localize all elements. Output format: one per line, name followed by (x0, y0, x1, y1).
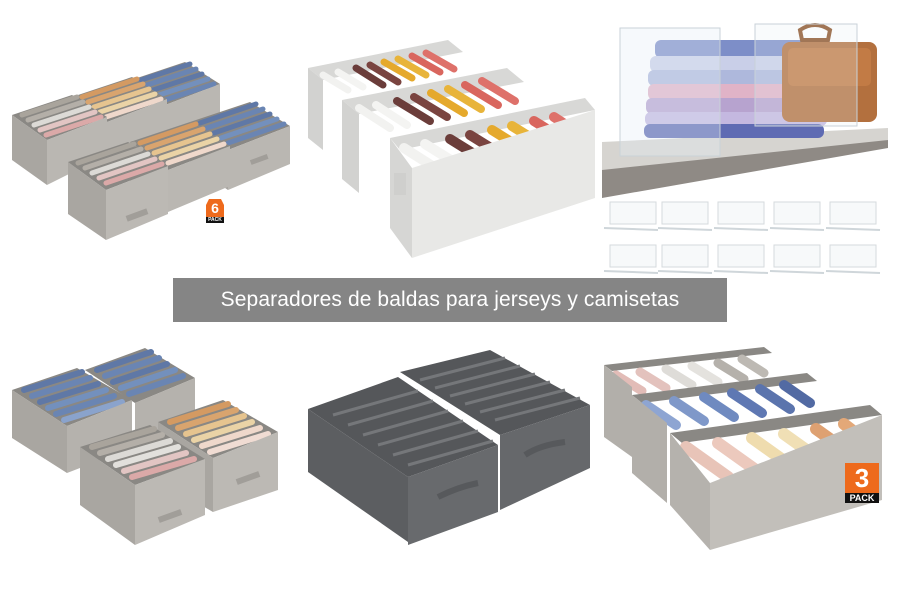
divider-row-1 (609, 201, 877, 225)
three-pack-illustration (604, 347, 882, 550)
product-image-white-organizers[interactable] (300, 30, 600, 270)
four-boxes-illustration (12, 348, 278, 545)
three-pack-badge: 3 PACK (845, 463, 879, 503)
product-image-acrylic-dividers[interactable] (600, 20, 900, 278)
banner-title: Separadores de baldas para jerseys y cam… (220, 288, 680, 311)
organizer-boxes-illustration (12, 61, 290, 240)
product-image-4-box-organizers[interactable] (0, 340, 300, 555)
badge-number: 3 (854, 463, 870, 493)
dark-boxes-illustration (308, 350, 590, 545)
product-image-dark-gray-boxes[interactable] (300, 345, 600, 555)
section-title-banner: Separadores de baldas para jerseys y cam… (173, 278, 727, 322)
six-pack-badge: 6 PACK (205, 195, 225, 223)
badge-text: PACK (208, 217, 222, 223)
product-image-3-pack-organizers[interactable]: 3 PACK (600, 343, 900, 555)
divider-row-2 (609, 244, 877, 268)
acrylic-dividers-illustration (602, 23, 888, 274)
product-image-6-pack-organizers[interactable]: 6 PACK (0, 50, 300, 250)
badge-text: PACK (849, 493, 875, 503)
pack-tag-icon (206, 199, 224, 223)
badge-number: 6 (211, 200, 219, 216)
white-boxes-illustration (308, 40, 595, 258)
